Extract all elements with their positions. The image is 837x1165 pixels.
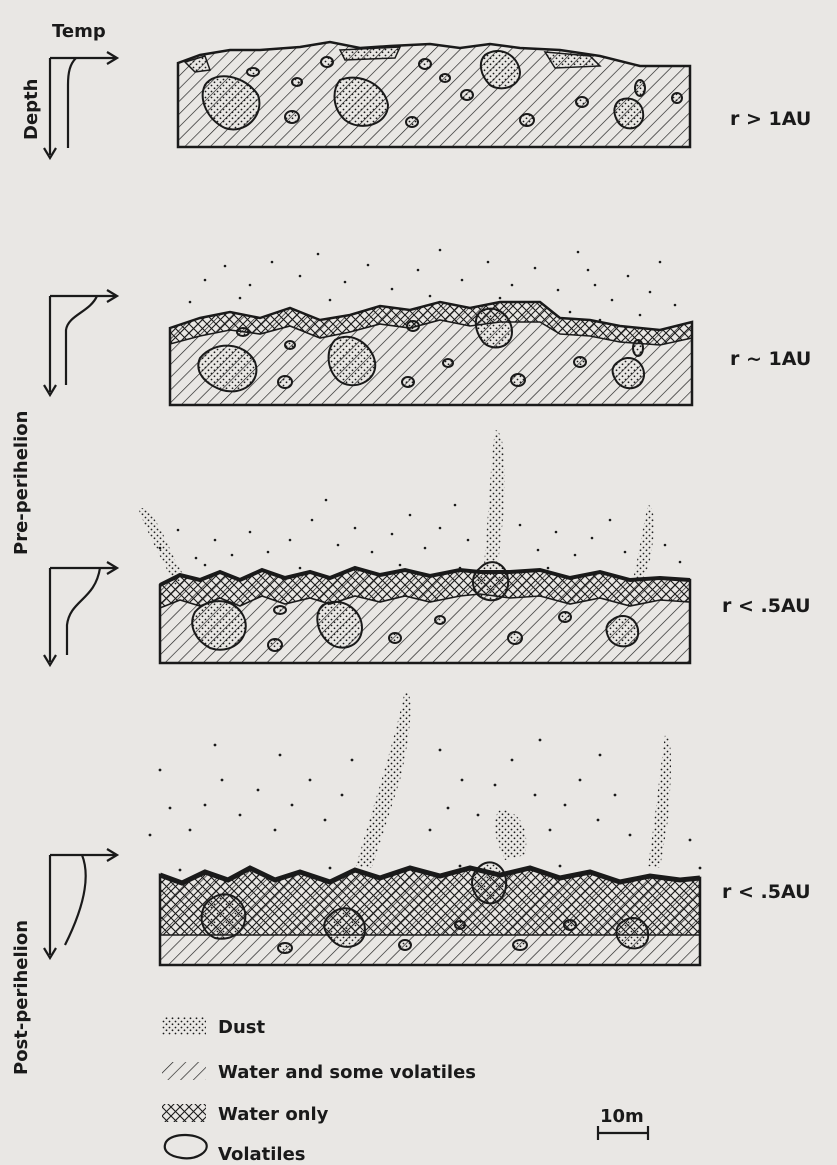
temp-axis-label: Temp: [52, 21, 106, 42]
dust-cloud: [149, 739, 702, 872]
panel-3-distance-label: r < .5AU: [722, 595, 811, 617]
legend: Dust Water and some volatiles Water only…: [162, 1017, 476, 1165]
legend-label-dust: Dust: [218, 1017, 265, 1038]
legend-label-water-only: Water only: [218, 1104, 329, 1125]
legend-label-water-volatiles: Water and some volatiles: [218, 1062, 476, 1083]
panel-4-cross-section: [149, 690, 702, 965]
legend-swatch-water-volatiles: [162, 1062, 206, 1080]
temp-profile-1: [44, 52, 117, 158]
panel-1-cross-section: [178, 42, 690, 147]
temp-profile-2: [44, 290, 117, 395]
scale-bar-label: 10m: [600, 1106, 644, 1127]
dust-jets: [138, 430, 654, 585]
post-perihelion-label: Post-perihelion: [11, 920, 32, 1075]
panel-3-cross-section: [138, 430, 690, 663]
temp-profile-3: [44, 562, 117, 665]
legend-label-volatiles: Volatiles: [218, 1144, 306, 1165]
legend-swatch-volatiles: [165, 1135, 207, 1158]
scale-bar: [598, 1126, 648, 1140]
panel-2-cross-section: [170, 249, 692, 405]
depth-axis-label: Depth: [21, 79, 42, 140]
legend-swatch-dust: [162, 1017, 206, 1035]
panel-4-distance-label: r < .5AU: [722, 881, 811, 903]
pre-perihelion-label: Pre-perihelion: [11, 411, 32, 555]
legend-swatch-water-only: [162, 1104, 206, 1122]
panel-1-distance-label: r > 1AU: [730, 108, 811, 130]
panel-2-distance-label: r ~ 1AU: [730, 348, 811, 370]
dust-cloud: [159, 499, 682, 570]
temp-profile-4: [44, 849, 117, 958]
dust-jets: [356, 690, 671, 868]
